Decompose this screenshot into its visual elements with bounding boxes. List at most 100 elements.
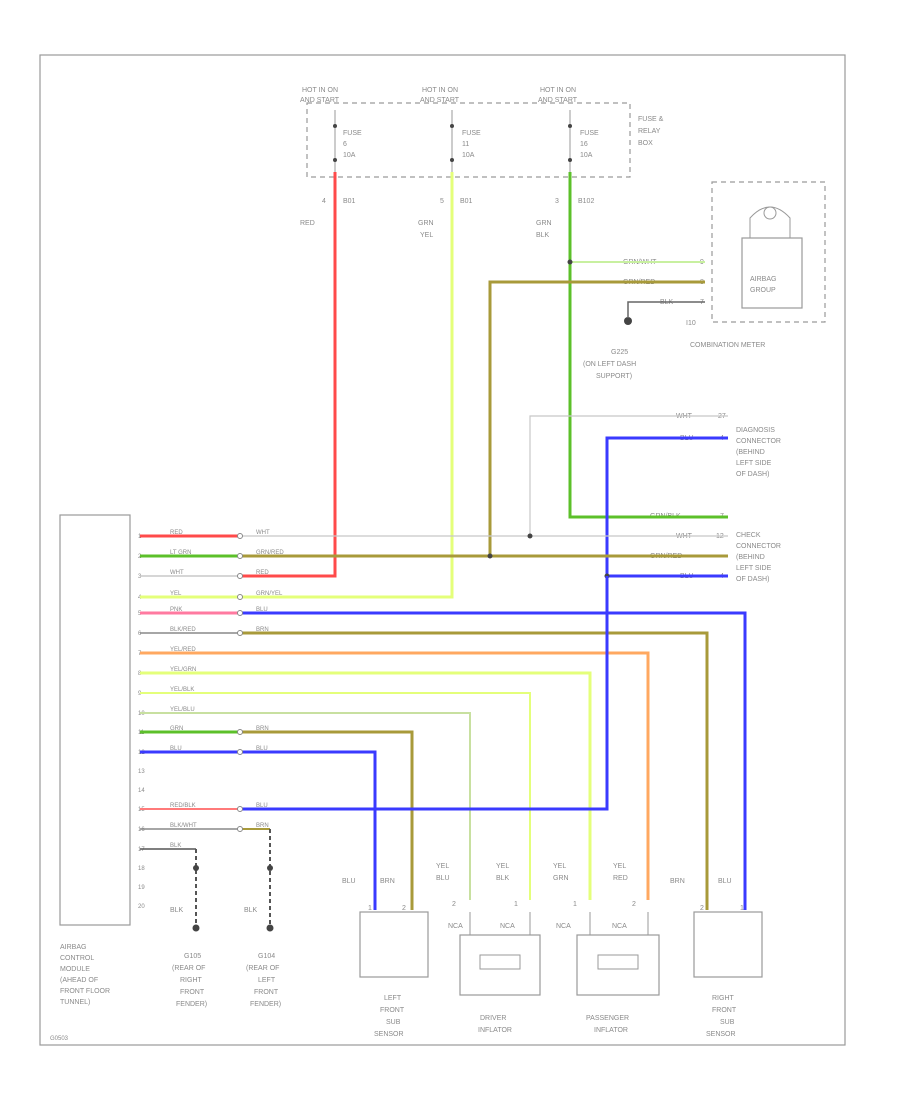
module-left-wire-label: YEL/BLU xyxy=(170,707,195,713)
module-left-wire-label: BLU xyxy=(170,746,182,752)
combination-meter: AIRBAG GROUP 9 8 7 I10 COMBINATION METER xyxy=(686,181,826,349)
svg-text:1: 1 xyxy=(740,905,744,912)
module-pin-number: 16 xyxy=(138,827,145,833)
wire-blu-diag xyxy=(605,436,728,576)
harness-connector-pin xyxy=(237,826,243,832)
svg-text:1: 1 xyxy=(514,901,518,908)
svg-text:G105: G105 xyxy=(184,953,201,960)
svg-text:PASSENGER: PASSENGER xyxy=(586,1015,629,1022)
svg-text:YEL: YEL xyxy=(553,863,566,870)
svg-text:NCA: NCA xyxy=(612,923,627,930)
harness-connector-pin xyxy=(237,806,243,812)
svg-text:GROUP: GROUP xyxy=(750,287,776,294)
harness-connector-pin xyxy=(237,729,243,735)
svg-text:SUB: SUB xyxy=(720,1019,735,1026)
svg-text:1: 1 xyxy=(368,905,372,912)
wire-yel-fuse11 xyxy=(240,172,454,599)
fuse-3-wire-a: GRN xyxy=(536,220,552,227)
module-right-wire-label: BLU xyxy=(256,607,268,613)
svg-text:AIRBAG: AIRBAG xyxy=(750,276,776,283)
svg-text:FRONT: FRONT xyxy=(712,1007,737,1014)
fuse-2-pin: 5 xyxy=(440,198,444,205)
driver-inflator: YEL BLU YEL BLK 2 1 NCA NCA DRIVER INFLA… xyxy=(436,863,541,1034)
svg-text:2: 2 xyxy=(700,905,704,912)
svg-text:FRONT: FRONT xyxy=(254,989,279,996)
module-right-wire-label: BLU xyxy=(256,803,268,809)
module-left-wire-label: YEL/BLK xyxy=(170,687,194,693)
wire-yel-grn-row8 xyxy=(140,671,592,900)
svg-text:FRONT: FRONT xyxy=(180,989,205,996)
svg-text:OF DASH): OF DASH) xyxy=(736,471,769,478)
module-right-wire-label: BLU xyxy=(256,746,268,752)
svg-text:FRONT FLOOR: FRONT FLOOR xyxy=(60,988,110,995)
inflator-element-icon xyxy=(479,954,521,970)
ground-icon xyxy=(266,924,274,932)
harness-connector-pin xyxy=(237,749,243,755)
module-left-wire-label: RED/BLK xyxy=(170,803,196,809)
fuse-3-wire-b: BLK xyxy=(536,232,550,239)
module-pin-number: 20 xyxy=(138,904,145,910)
svg-text:BLK: BLK xyxy=(170,907,184,914)
svg-text:FUSE: FUSE xyxy=(580,130,599,137)
svg-text:2: 2 xyxy=(632,901,636,908)
svg-text:AIRBAG: AIRBAG xyxy=(60,944,86,951)
wire-brn-row6 xyxy=(240,631,709,910)
svg-text:FENDER): FENDER) xyxy=(250,1001,281,1008)
svg-text:RIGHT: RIGHT xyxy=(180,977,203,984)
fuse-2: HOT IN ON AND START FUSE 11 10A xyxy=(420,87,481,172)
svg-text:LEFT: LEFT xyxy=(384,995,402,1002)
module-right-wire-label: WHT xyxy=(256,530,270,536)
fuse-3-pin: 3 xyxy=(555,198,559,205)
svg-text:OF DASH): OF DASH) xyxy=(736,576,769,583)
svg-text:NCA: NCA xyxy=(448,923,463,930)
svg-text:LEFT SIDE: LEFT SIDE xyxy=(736,565,772,572)
diagram-frame xyxy=(39,54,846,1046)
svg-text:CONNECTOR: CONNECTOR xyxy=(736,543,781,550)
svg-text:BLK: BLK xyxy=(496,875,510,882)
svg-text:(REAR OF: (REAR OF xyxy=(172,965,205,972)
harness-connector-pin xyxy=(237,610,243,616)
svg-text:FRONT: FRONT xyxy=(380,1007,405,1014)
svg-text:AND START: AND START xyxy=(420,97,460,104)
svg-text:2: 2 xyxy=(402,905,406,912)
module-right-wire-label: BRN xyxy=(256,627,269,633)
svg-text:10A: 10A xyxy=(343,152,356,159)
wire-red-fuse6 xyxy=(240,172,337,578)
wire-blk-ground xyxy=(627,301,705,318)
svg-text:AND START: AND START xyxy=(538,97,578,104)
module-right-wire-label: GRN/RED xyxy=(256,550,284,556)
module-right-wire-label: GRN/YEL xyxy=(256,591,283,597)
right-front-sub-sensor: BRN BLU 2 1 RIGHT FRONT SUB SENSOR xyxy=(670,878,763,1038)
svg-text:6: 6 xyxy=(343,141,347,148)
airbag-control-module: AIRBAG CONTROL MODULE (AHEAD OF FRONT FL… xyxy=(59,514,131,1006)
module-left-wire-label: GRN xyxy=(170,726,183,732)
wire-grn-fuse16 xyxy=(568,172,728,519)
fuse-relay-box: FUSE & RELAY BOX HOT IN ON AND START FUS… xyxy=(300,87,664,178)
wire-blu-row5 xyxy=(240,611,747,910)
fuse-1-wire: RED xyxy=(300,220,315,227)
svg-text:G104: G104 xyxy=(258,953,275,960)
svg-text:AND START: AND START xyxy=(300,97,340,104)
svg-text:SENSOR: SENSOR xyxy=(374,1031,404,1038)
inflator-element-icon xyxy=(597,954,639,970)
svg-text:CHECK: CHECK xyxy=(736,532,761,539)
fuse-2-conn: B01 xyxy=(460,198,473,205)
svg-text:(BEHIND: (BEHIND xyxy=(736,554,765,561)
module-left-wire-label: RED xyxy=(170,530,183,536)
wire-yel-red-row7 xyxy=(140,651,650,900)
svg-text:NCA: NCA xyxy=(556,923,571,930)
lamp-icon xyxy=(763,206,777,220)
svg-text:FUSE: FUSE xyxy=(343,130,362,137)
svg-text:SENSOR: SENSOR xyxy=(706,1031,736,1038)
diagnosis-connector: DIAGNOSIS CONNECTOR (BEHIND LEFT SIDE OF… xyxy=(650,413,781,520)
module-left-wire-label: LT GRN xyxy=(170,550,191,556)
left-front-sub-sensor: BLU BRN 1 2 LEFT FRONT SUB SENSOR xyxy=(342,878,429,1038)
svg-text:1: 1 xyxy=(573,901,577,908)
wire-yel-blu-row10 xyxy=(140,712,471,900)
ground-g225: G225 (ON LEFT DASH SUPPORT) xyxy=(583,317,636,380)
module-pin-number: 18 xyxy=(138,866,145,872)
fuse-3-conn: B102 xyxy=(578,198,594,205)
svg-text:CONNECTOR: CONNECTOR xyxy=(736,438,781,445)
